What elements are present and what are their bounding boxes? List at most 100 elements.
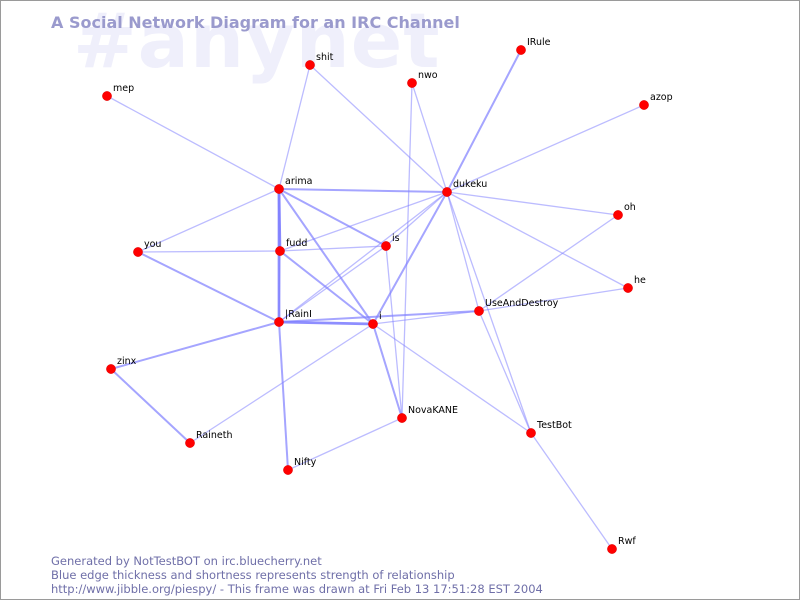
- footer-url-timestamp: http://www.jibble.org/piespy/ - This fra…: [51, 582, 543, 596]
- node-zinx: zinx: [106, 356, 137, 374]
- node-label-dukeku: dukeku: [453, 179, 487, 190]
- node-dot-Raineth: [185, 438, 195, 448]
- edge-you-fudd: [137, 250, 281, 253]
- edge-fudd-is: [279, 245, 387, 252]
- edge-UseAndDestroy-IRainI: [278, 310, 480, 323]
- edge-dukeku-UseAndDestroy: [446, 191, 480, 312]
- edge-dukeku-he: [446, 191, 629, 289]
- node-label-nwo: nwo: [418, 70, 438, 81]
- node-dot-azop: [639, 100, 649, 110]
- edge-nwo-NovaKANE: [401, 82, 413, 419]
- edge-TestBot-Rwf: [530, 432, 613, 550]
- node-dot-you: [133, 247, 143, 257]
- edge-IRainI-Nifty: [278, 321, 289, 471]
- node-label-azop: azop: [650, 92, 673, 103]
- node-Raineth: Raineth: [185, 430, 232, 448]
- node-IRainI: |RainI: [274, 309, 312, 327]
- node-dot-IRainI: [274, 317, 284, 327]
- edge-dukeku-IRainI: [278, 191, 448, 323]
- edge-mep-arima: [106, 95, 280, 190]
- edge-is-IRainI: [278, 245, 387, 323]
- diagram-title: A Social Network Diagram for an IRC Chan…: [51, 13, 460, 32]
- edge-i-NovaKANE: [372, 323, 403, 419]
- node-label-oh: oh: [624, 202, 636, 213]
- node-shit: shit: [305, 52, 334, 70]
- node-dot-i: [368, 319, 378, 329]
- node-dot-TestBot: [526, 428, 536, 438]
- edge-UseAndDestroy-TestBot: [478, 310, 532, 434]
- node-dot-he: [623, 283, 633, 293]
- node-azop: azop: [639, 92, 673, 110]
- edge-shit-arima: [278, 64, 311, 190]
- edge-fudd-IRainI: [278, 250, 281, 323]
- edge-shit-dukeku: [309, 64, 448, 193]
- edge-IRainI-i: [277, 320, 375, 326]
- footer-generated-by: Generated by NotTestBOT on irc.bluecherr…: [51, 554, 322, 568]
- node-label-mep: mep: [113, 83, 134, 94]
- edge-arima-you: [137, 188, 280, 253]
- node-label-you: you: [144, 239, 161, 250]
- edge-azop-dukeku: [446, 104, 645, 193]
- channel-watermark: #anynet: [73, 0, 441, 85]
- edge-is-NovaKANE: [385, 245, 403, 419]
- edge-dukeku-i: [372, 191, 448, 325]
- edge-he-UseAndDestroy: [478, 287, 629, 312]
- node-label-is: is: [392, 233, 400, 244]
- edge-dukeku-fudd: [279, 191, 448, 252]
- node-label-IRainI: |RainI: [285, 309, 312, 320]
- node-IRule: IRule: [516, 37, 551, 55]
- node-dot-zinx: [106, 364, 116, 374]
- node-label-Nifty: Nifty: [294, 457, 317, 468]
- node-i: i: [368, 311, 382, 329]
- node-nwo: nwo: [407, 70, 438, 88]
- node-UseAndDestroy: UseAndDestroy: [474, 298, 559, 316]
- node-dot-Rwf: [607, 544, 617, 554]
- node-fudd: fudd: [275, 238, 307, 256]
- node-dot-is: [381, 241, 391, 251]
- node-label-zinx: zinx: [117, 356, 137, 367]
- footer-legend-note: Blue edge thickness and shortness repres…: [51, 568, 455, 582]
- edge-arima-is: [278, 188, 387, 247]
- edge-nwo-dukeku: [411, 82, 448, 193]
- node-label-Raineth: Raineth: [196, 430, 232, 441]
- edge-dukeku-TestBot: [446, 191, 532, 434]
- node-he: he: [623, 275, 646, 293]
- edge-arima-dukeku: [278, 188, 448, 193]
- edge-IRule-dukeku: [446, 49, 522, 193]
- edges-layer: [106, 49, 645, 550]
- node-you: you: [133, 239, 161, 257]
- node-dot-Nifty: [283, 465, 293, 475]
- node-dot-UseAndDestroy: [474, 306, 484, 316]
- edge-i-Raineth: [189, 323, 374, 444]
- node-label-NovaKANE: NovaKANE: [408, 405, 458, 416]
- node-label-IRule: IRule: [527, 37, 551, 48]
- node-is: is: [381, 233, 400, 251]
- node-dot-nwo: [407, 78, 417, 88]
- edge-arima-i: [278, 188, 374, 325]
- edge-i-TestBot: [372, 323, 532, 434]
- node-dot-oh: [613, 210, 623, 220]
- footer: Generated by NotTestBOT on irc.bluecherr…: [51, 554, 543, 596]
- node-dot-dukeku: [442, 187, 452, 197]
- node-dukeku: dukeku: [442, 179, 487, 197]
- node-oh: oh: [613, 202, 636, 220]
- node-dot-mep: [102, 91, 112, 101]
- node-dot-NovaKANE: [397, 413, 407, 423]
- node-label-Rwf: Rwf: [618, 536, 636, 547]
- edge-you-IRainI: [137, 251, 280, 323]
- node-TestBot: TestBot: [526, 420, 572, 438]
- node-label-shit: shit: [316, 52, 334, 63]
- edge-dukeku-is: [385, 191, 448, 247]
- edge-dukeku-oh: [446, 191, 619, 216]
- node-label-he: he: [634, 275, 646, 286]
- node-Rwf: Rwf: [607, 536, 636, 554]
- edge-oh-UseAndDestroy: [478, 214, 619, 312]
- edge-zinx-Raineth: [110, 368, 191, 444]
- edge-UseAndDestroy-i: [372, 310, 480, 325]
- node-dot-arima: [274, 184, 284, 194]
- edge-IRainI-zinx: [110, 321, 280, 370]
- node-dot-shit: [305, 60, 315, 70]
